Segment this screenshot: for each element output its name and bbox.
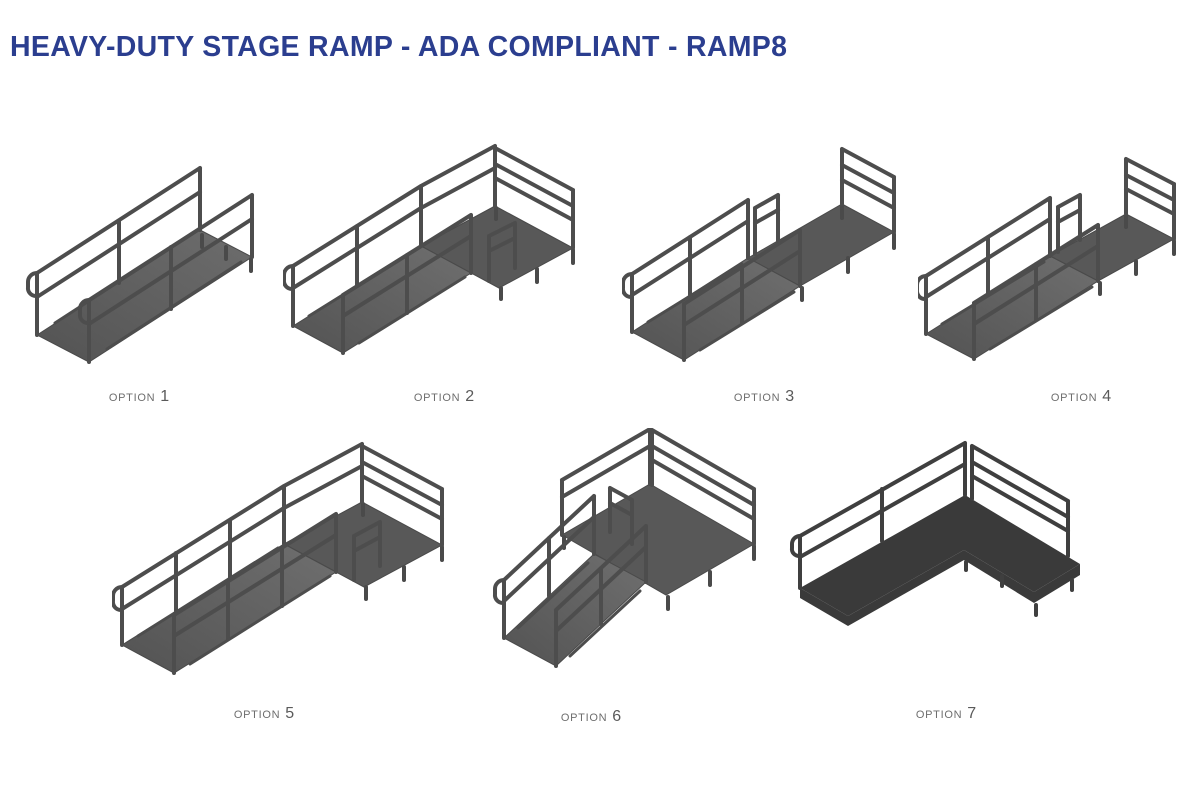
ramp-right-railing (554, 524, 648, 668)
page-title: HEAVY-DUTY STAGE RAMP - ADA COMPLIANT - … (10, 31, 788, 63)
figure-option-7 (780, 440, 1100, 690)
l-shaped-deck (800, 495, 1080, 626)
ramp-left-railing (492, 494, 596, 640)
ramp-option-3-illustration (622, 147, 896, 362)
figure-option-3 (622, 142, 920, 364)
option-label-text: OPTION (413, 392, 461, 404)
right-railing (682, 228, 802, 362)
option-1-label: OPTION 1 (109, 388, 169, 406)
ramp-deck (631, 257, 801, 361)
option-label-text: OPTION (915, 709, 963, 721)
gate-railing (753, 193, 780, 256)
figure-option-2 (283, 138, 575, 366)
option-7-label: OPTION 7 (916, 705, 976, 723)
inner-handrails (53, 234, 243, 351)
option-number: 7 (967, 705, 977, 722)
ramp-option-2-illustration (283, 144, 575, 355)
ramp-deck (503, 553, 647, 667)
platform-arm-railing (970, 444, 1070, 558)
option-number: 4 (1102, 388, 1112, 405)
legs (1098, 214, 1176, 296)
figure-option-5 (112, 440, 447, 688)
option-label-text: OPTION (1050, 392, 1098, 404)
option-number: 3 (785, 388, 795, 405)
left-railing (25, 166, 202, 337)
ramp-option-1-illustration (25, 166, 254, 364)
ramp-deck (924, 255, 1100, 360)
inner-handrails (516, 561, 642, 658)
inner-handrails (940, 260, 1094, 351)
figure-option-4 (918, 142, 1176, 364)
option-label-text: OPTION (733, 392, 781, 404)
figure-option-1 (25, 145, 260, 365)
left-railing (622, 198, 750, 334)
inner-handrails (646, 262, 796, 352)
ramp-option-6-illustration (492, 428, 756, 668)
option-6-label: OPTION 6 (561, 708, 621, 726)
option-label-text: OPTION (560, 712, 608, 724)
ramp-arm-railing (789, 441, 967, 590)
right-railing (172, 512, 338, 675)
inner-handrails (136, 546, 332, 666)
left-railing (918, 196, 1052, 336)
legs (361, 502, 444, 601)
option-5-label: OPTION 5 (234, 705, 294, 723)
inner-handrails (307, 248, 467, 345)
figure-option-6 (482, 428, 774, 690)
option-4-label: OPTION 4 (1051, 388, 1111, 406)
option-label-text: OPTION (233, 709, 281, 721)
option-label-text: OPTION (108, 392, 156, 404)
end-railing (1124, 157, 1176, 241)
legs (562, 535, 756, 611)
gate-railing (1056, 193, 1082, 254)
option-3-label: OPTION 3 (734, 388, 794, 406)
option-number: 6 (612, 708, 622, 725)
right-railing (77, 193, 254, 364)
gate-railing (352, 520, 382, 582)
end-railing (493, 146, 575, 250)
option-number: 1 (160, 388, 170, 405)
ramp-option-4-illustration (918, 157, 1176, 361)
option-number: 5 (285, 705, 295, 722)
option-2-label: OPTION 2 (414, 388, 474, 406)
option-number: 2 (465, 388, 475, 405)
legs (200, 233, 253, 273)
right-railing (972, 223, 1100, 361)
gate-railing (608, 486, 634, 546)
end-railing (360, 444, 444, 547)
ramp-option-7-illustration (789, 441, 1080, 626)
ramp-deck (292, 245, 472, 354)
legs (494, 206, 575, 301)
right-railing (341, 213, 473, 355)
platform-right-railing (650, 428, 756, 546)
gate-railing (487, 221, 517, 283)
legs (964, 560, 1074, 617)
ramp-deck (36, 229, 253, 363)
end-railing (840, 147, 896, 234)
ramp-option-5-illustration (112, 442, 444, 675)
legs (800, 204, 896, 302)
